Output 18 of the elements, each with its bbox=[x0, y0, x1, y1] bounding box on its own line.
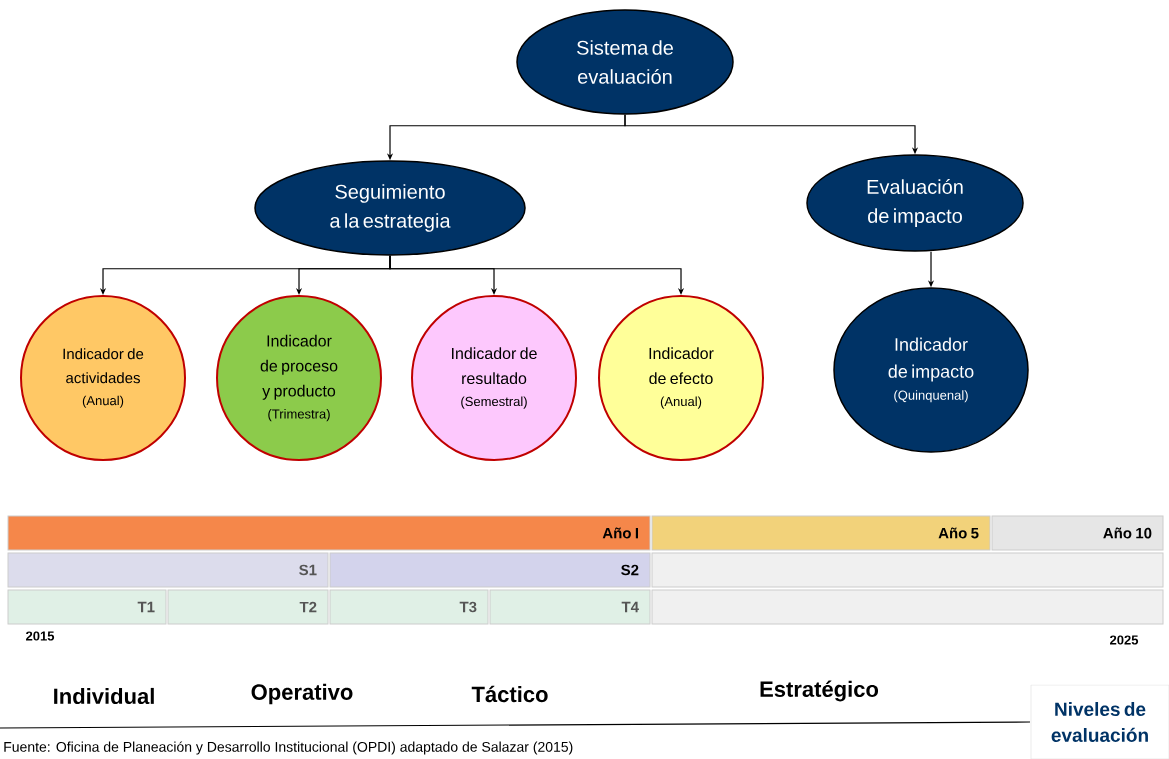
timeline-cell: T1 bbox=[7, 589, 167, 625]
timeline-cell: Año 5 bbox=[651, 515, 991, 551]
timeline-cell: S1 bbox=[7, 552, 329, 588]
timeline-cell bbox=[651, 589, 1164, 625]
timeline-cell: S2 bbox=[329, 552, 651, 588]
source-note: Fuente: Oficina de Planeación y Desarrollo Institucional (OPDI) adaptado de Salazar (2015) bbox=[4, 741, 573, 755]
timeline-cell: T4 bbox=[489, 589, 651, 625]
timeline-cell: Año 10 bbox=[991, 515, 1164, 551]
level-title-box: Niveles de evaluación bbox=[1030, 684, 1169, 759]
timeline-cell: T3 bbox=[329, 589, 489, 625]
timeline-cell: T2 bbox=[167, 589, 329, 625]
level-label: Táctico bbox=[471, 685, 548, 703]
level-label: Operativo bbox=[251, 683, 353, 705]
timeline-cell bbox=[651, 552, 1164, 588]
level-label: Estratégico bbox=[760, 680, 879, 702]
arrow bbox=[389, 255, 685, 295]
timeline-cell: Año I bbox=[7, 515, 651, 551]
level-label: Individual bbox=[54, 687, 154, 705]
